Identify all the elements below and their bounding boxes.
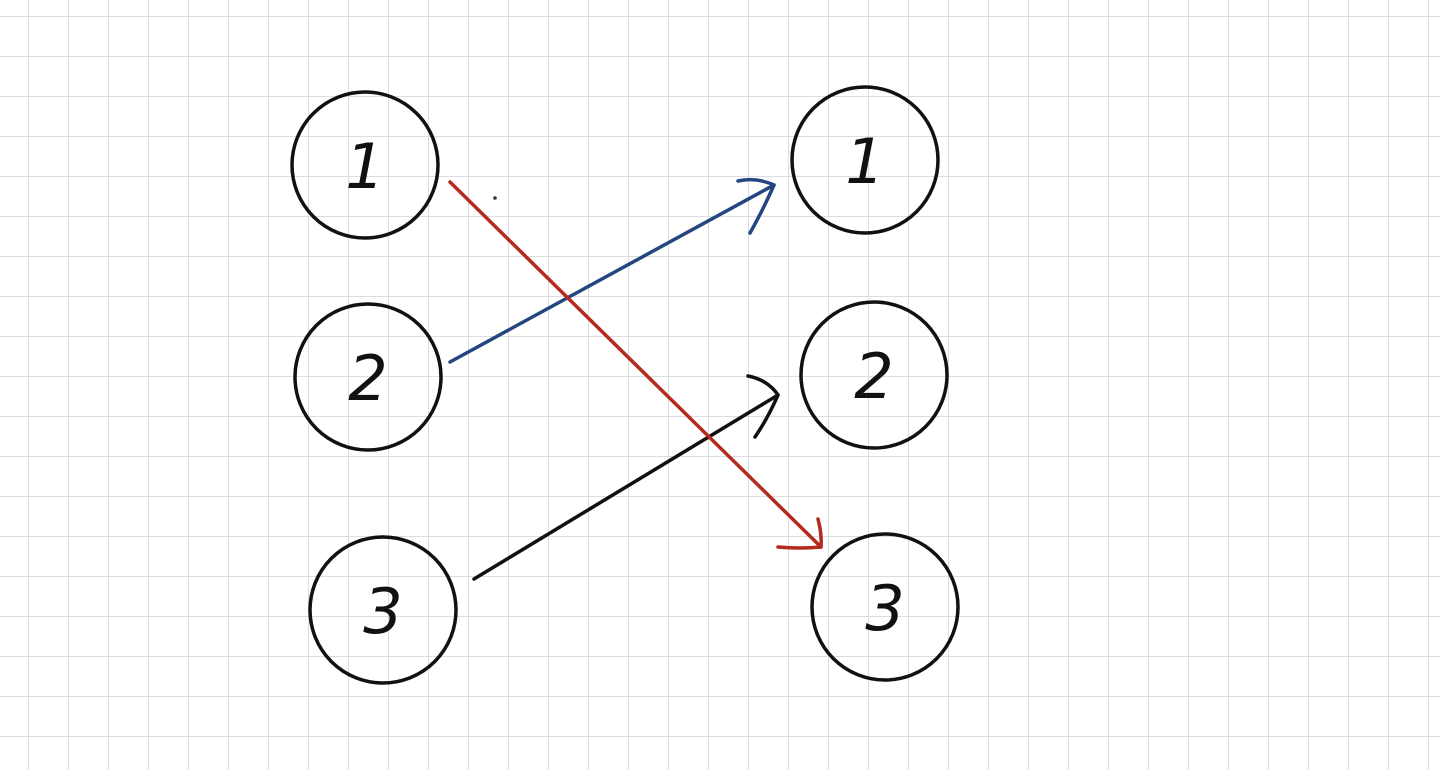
left-node-3-ring bbox=[308, 535, 458, 685]
right-node-1: 1 bbox=[790, 85, 940, 235]
edge-left-1-to-right-3 bbox=[448, 180, 823, 550]
edge-left-3-to-right-2 bbox=[472, 374, 780, 581]
edge-left-1-to-right-3-arrowhead bbox=[776, 517, 823, 550]
right-node-2-ring bbox=[799, 300, 949, 450]
edge-left-3-to-right-2-arrowhead bbox=[746, 374, 780, 439]
right-node-2-label: 2 bbox=[854, 340, 893, 413]
left-node-3-label: 3 bbox=[363, 575, 402, 648]
left-node-2-label: 2 bbox=[348, 342, 387, 415]
right-node-3-label: 3 bbox=[865, 572, 904, 645]
left-node-2-ring bbox=[293, 302, 443, 452]
left-node-2: 2 bbox=[293, 302, 443, 452]
right-node-1-label: 1 bbox=[845, 125, 884, 198]
left-node-1-label: 1 bbox=[345, 130, 384, 203]
stray-pen-dot bbox=[493, 196, 497, 200]
edge-left-1-to-right-3-line bbox=[448, 180, 823, 549]
left-node-3: 3 bbox=[308, 535, 458, 685]
right-node-2: 2 bbox=[799, 300, 949, 450]
right-node-3-ring bbox=[810, 532, 960, 682]
right-node-1-ring bbox=[790, 85, 940, 235]
edge-left-2-to-right-1-line bbox=[448, 183, 776, 364]
left-node-1-ring bbox=[290, 90, 440, 240]
left-node-1: 1 bbox=[290, 90, 440, 240]
edge-left-2-to-right-1 bbox=[448, 177, 776, 364]
edge-left-3-to-right-2-line bbox=[472, 393, 780, 581]
right-node-3: 3 bbox=[810, 532, 960, 682]
edge-left-2-to-right-1-arrowhead bbox=[736, 177, 776, 235]
